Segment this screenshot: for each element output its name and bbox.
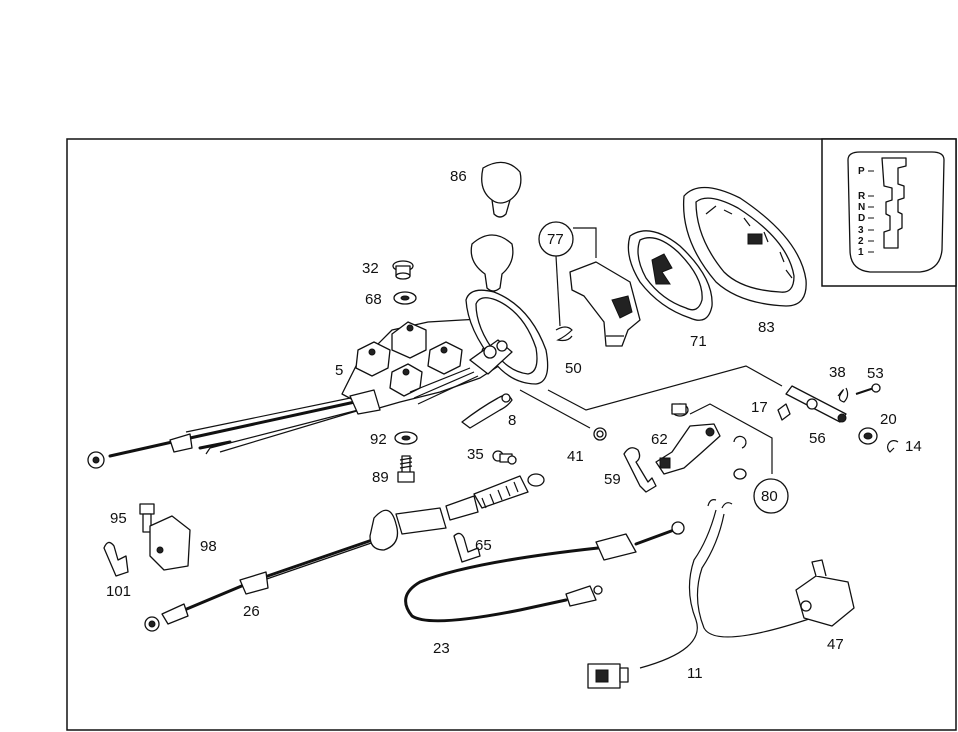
callout-86: 86 (450, 168, 467, 185)
callout-50: 50 (565, 360, 582, 377)
bolt-89 (397, 455, 415, 483)
shaft-part-56 (785, 385, 847, 423)
spring-41 (593, 427, 607, 441)
spring-clip-8 (461, 393, 513, 429)
callout-11: 11 (687, 665, 703, 682)
cable-part-26 (144, 473, 545, 632)
lever-62 (655, 423, 721, 475)
module-47 (795, 559, 855, 627)
callout-47: 47 (827, 636, 844, 653)
callout-62: 62 (651, 431, 668, 448)
shift-knob-part (481, 161, 522, 218)
circlip-14 (887, 440, 899, 453)
indicator-housing-part (569, 261, 641, 347)
gate-label-d: D (858, 213, 865, 224)
callout-80: 80 (761, 488, 778, 505)
bolt-95 (139, 503, 155, 533)
callout-95: 95 (110, 510, 127, 527)
trim-frame-part (682, 186, 807, 307)
callout-101: 101 (106, 583, 131, 600)
clip-17 (777, 403, 791, 421)
callout-59: 59 (604, 471, 621, 488)
callout-5: 5 (335, 362, 343, 379)
gate-label-p: P (858, 166, 865, 177)
callout-53: 53 (867, 365, 884, 382)
callout-92: 92 (370, 431, 387, 448)
callout-41: 41 (567, 448, 584, 465)
washer-20 (858, 427, 878, 445)
callout-8: 8 (508, 412, 516, 429)
diagram-frame (66, 138, 957, 731)
callout-65: 65 (475, 537, 492, 554)
callout-26: 26 (243, 603, 260, 620)
callout-77: 77 (547, 231, 564, 248)
cover-plate-part (627, 230, 713, 321)
gate-label-r: R (858, 191, 866, 202)
callout-32: 32 (362, 260, 379, 277)
callout-circle-80 (753, 478, 789, 514)
callout-circle-77 (538, 221, 574, 257)
bushing-62 (671, 403, 689, 417)
screw-53 (855, 383, 881, 395)
spring-38 (837, 387, 849, 403)
spring-clip-50 (555, 326, 573, 342)
gate-label-3: 3 (858, 225, 864, 236)
callout-89: 89 (372, 469, 389, 486)
wiring-harness-11 (587, 499, 813, 689)
callout-17: 17 (751, 399, 768, 416)
cable-part-23 (404, 521, 685, 623)
washer-part-68 (393, 291, 417, 305)
bracket-98 (149, 515, 191, 571)
clip-65 (453, 532, 481, 563)
callout-56: 56 (809, 430, 826, 447)
gate-label-n: N (858, 202, 865, 213)
shift-gate-inset: P R N D 3 2 1 (821, 138, 957, 287)
callout-98: 98 (200, 538, 217, 555)
callout-38: 38 (829, 364, 846, 381)
bolt-35 (492, 450, 517, 465)
callout-35: 35 (467, 446, 484, 463)
callout-68: 68 (365, 291, 382, 308)
callout-20: 20 (880, 411, 897, 428)
callout-83: 83 (758, 319, 775, 336)
clip-101 (103, 541, 129, 577)
callout-23: 23 (433, 640, 450, 657)
grommet-part (392, 260, 414, 280)
control-cable-part (87, 389, 381, 469)
callout-71: 71 (690, 333, 707, 350)
gate-label-2: 2 (858, 236, 864, 247)
bracket-59 (623, 447, 657, 493)
gate-label-1: 1 (858, 247, 864, 258)
callout-14: 14 (905, 438, 922, 455)
washer-92 (394, 431, 418, 445)
